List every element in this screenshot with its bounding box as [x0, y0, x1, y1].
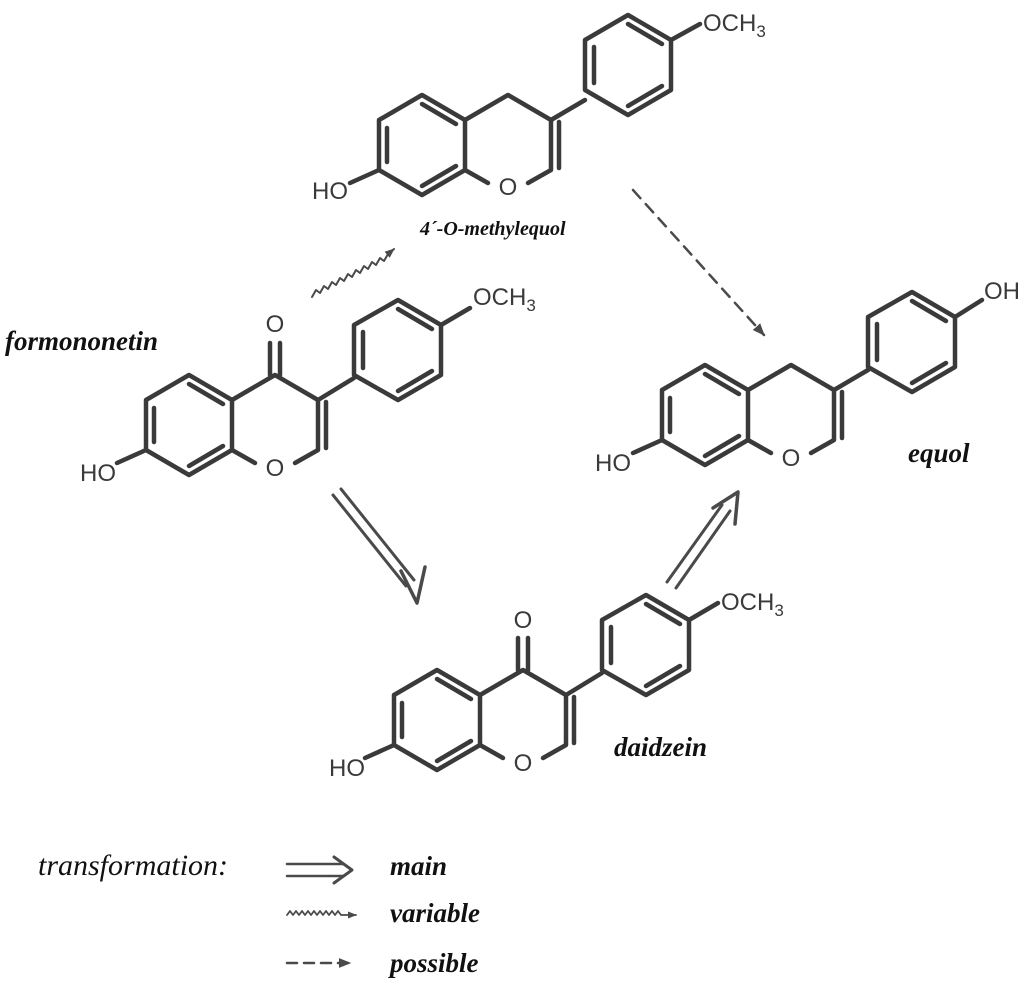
- arrow-main-formononetin-to-daidzein: [331, 487, 427, 605]
- formononetin-name: formononetin: [5, 326, 158, 356]
- formononetin-ring-oxygen: O: [266, 455, 285, 482]
- equol-hydroxyl-label: HO: [595, 450, 631, 477]
- equol-ring-oxygen: O: [782, 445, 801, 472]
- structure-formononetin: O O HO OCH3: [80, 284, 536, 487]
- daidzein-methoxy-label: OCH3: [721, 589, 784, 620]
- arrow-variable-formononetin-to-methylequol: [311, 248, 395, 298]
- methylequol-ring-oxygen: O: [499, 174, 518, 201]
- legend-label-possible: possible: [388, 948, 479, 978]
- structure-daidzein: O O HO OCH3: [329, 589, 784, 782]
- legend-swatch-variable: [286, 910, 357, 919]
- legend-label-variable: variable: [390, 898, 480, 928]
- methylequol-hydroxyl-label: HO: [312, 178, 348, 205]
- structure-equol: O HO OH: [595, 278, 1020, 477]
- formononetin-carbonyl-oxygen: O: [266, 311, 285, 338]
- daidzein-name: daidzein: [614, 732, 707, 762]
- legend-label-main: main: [390, 851, 447, 881]
- arrow-possible-methylequol-to-equol: [631, 188, 766, 337]
- methylequol-methoxy-label: OCH3: [703, 10, 766, 41]
- daidzein-carbonyl-oxygen: O: [514, 607, 533, 634]
- methylequol-name: 4´-O-methylequol: [419, 218, 566, 240]
- equol-name: equol: [908, 438, 970, 468]
- structure-methylequol: O HO OCH3: [312, 10, 766, 205]
- formononetin-methoxy-label: OCH3: [473, 284, 536, 315]
- legend-title: transformation:: [38, 849, 228, 882]
- legend-swatch-main: [285, 855, 354, 885]
- equol-substituent-hydroxyl: OH: [984, 278, 1020, 305]
- daidzein-ring-oxygen: O: [514, 750, 533, 777]
- legend: transformation: main variable possible: [38, 849, 480, 978]
- daidzein-hydroxyl-label: HO: [329, 755, 365, 782]
- formononetin-hydroxyl-label: HO: [80, 460, 116, 487]
- arrow-main-daidzein-to-equol: [665, 490, 740, 590]
